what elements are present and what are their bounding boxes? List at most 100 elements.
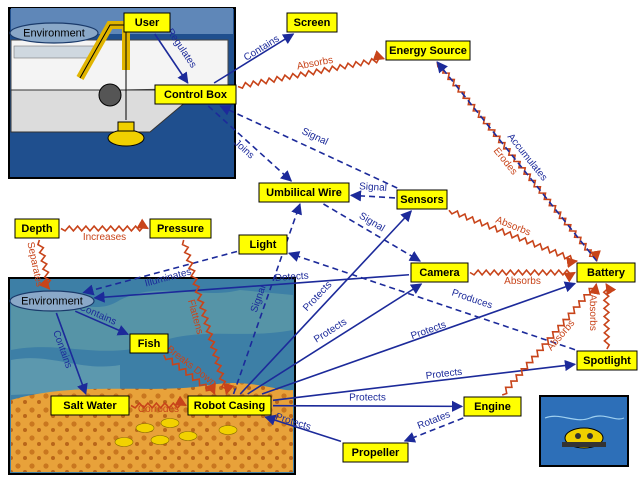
edge-contains-salt — [55, 312, 88, 396]
edge-label-absorbs-energy: Absorbs — [296, 55, 334, 73]
node-label: Depth — [21, 223, 52, 235]
edge-label-protects-battery: Protects — [409, 319, 447, 342]
edge-corrodes — [130, 395, 187, 410]
node-box — [50, 395, 130, 416]
node-label: Sensors — [400, 194, 443, 206]
node-label: Salt Water — [63, 400, 117, 412]
node-engine: Engine — [463, 396, 522, 417]
edge-label-signal-wire-camera: Signal — [357, 211, 387, 235]
edge-absorbs-camera — [469, 268, 576, 283]
node-user: User — [123, 12, 171, 33]
node-light: Light — [238, 234, 288, 255]
edge-label-protects-sensors: Protects — [301, 279, 334, 313]
node-battery: Battery — [576, 262, 636, 283]
node-label: Control Box — [164, 89, 228, 101]
edge-protects-spotlight — [272, 359, 577, 402]
node-label: Spotlight — [583, 355, 631, 367]
node-box — [342, 442, 409, 463]
edge-label-protects-spotlight: Protects — [425, 367, 463, 382]
node-label: Propeller — [352, 447, 400, 459]
edge-regulates — [154, 33, 189, 84]
edge-protects-camera — [247, 283, 423, 395]
node-box — [14, 218, 60, 239]
node-camera: Camera — [410, 262, 469, 283]
node-label: User — [135, 17, 160, 29]
node-box — [154, 84, 237, 105]
node-robot-casing: Robot Casing — [187, 395, 272, 416]
edge-label-absorbs-engine: Absorbs — [545, 318, 577, 353]
edge-protects-engine — [272, 400, 464, 412]
edge-flattens — [181, 239, 235, 396]
edge-label-rotates: Rotates — [416, 409, 452, 432]
edge-signal-sensors-wire — [349, 190, 396, 202]
edge-rotates — [403, 417, 464, 443]
node-box — [410, 262, 469, 283]
node-box — [576, 262, 636, 283]
node-box — [123, 12, 171, 33]
node-label: Light — [250, 239, 277, 251]
edge-contains-screen — [213, 33, 295, 84]
node-label: Screen — [294, 17, 331, 29]
edge-absorbs-sensors — [448, 209, 579, 269]
node-box — [576, 350, 638, 371]
node-salt-water: Salt Water — [50, 395, 130, 416]
edge-label-corrodes: Corrodes — [138, 404, 179, 415]
edge-absorbs-spotlight — [602, 283, 617, 350]
node-control-box: Control Box — [154, 84, 237, 105]
environment-label: Environment — [21, 296, 83, 308]
environment-ellipse — [9, 22, 99, 44]
edge-protects-sensors — [239, 210, 413, 395]
node-label: Engine — [474, 401, 511, 413]
edge-label-increases: Increases — [83, 232, 126, 243]
edge-increases — [60, 218, 149, 233]
edge-signal-casing — [232, 202, 302, 395]
node-pressure: Pressure — [149, 218, 212, 239]
edge-separates — [36, 239, 52, 290]
node-sensors: Sensors — [396, 189, 448, 210]
submarine-image — [539, 395, 629, 467]
edge-protects-propeller — [264, 414, 342, 443]
edge-accumulates — [436, 61, 598, 262]
edge-label-contains-screen: Contains — [242, 33, 281, 63]
node-box — [385, 40, 471, 61]
edge-label-protects-engine: Protects — [349, 393, 386, 404]
edge-label-detects: Detects — [274, 271, 309, 284]
environment-env-top: Environment — [9, 22, 99, 44]
environment-env-bottom: Environment — [9, 290, 95, 312]
node-spotlight: Spotlight — [576, 350, 638, 371]
node-fish: Fish — [129, 333, 169, 354]
node-box — [463, 396, 522, 417]
edge-illuminates — [82, 250, 238, 296]
node-screen: Screen — [286, 12, 338, 33]
node-propeller: Propeller — [342, 442, 409, 463]
node-box — [149, 218, 212, 239]
node-label: Umbilical Wire — [266, 187, 342, 199]
edge-detects — [93, 273, 410, 303]
node-box — [129, 333, 169, 354]
edge-contains-fish — [74, 310, 130, 336]
node-label: Pressure — [157, 223, 204, 235]
node-label: Camera — [419, 267, 460, 279]
node-label: Fish — [138, 338, 161, 350]
environment-label: Environment — [23, 28, 85, 40]
node-umbilical-wire: Umbilical Wire — [258, 182, 350, 203]
node-box — [258, 182, 350, 203]
node-box — [396, 189, 448, 210]
node-label: Robot Casing — [194, 400, 266, 412]
edge-label-absorbs-camera: Absorbs — [504, 276, 541, 287]
node-box — [238, 234, 288, 255]
edge-produces — [287, 251, 576, 351]
node-box — [286, 12, 338, 33]
edge-breaks-down — [163, 354, 216, 396]
edge-label-absorbs-spotlight: Absorbs — [587, 294, 598, 331]
node-box — [187, 395, 272, 416]
edge-label-produces: Produces — [450, 288, 494, 312]
node-depth: Depth — [14, 218, 60, 239]
edge-signal-wire-camera — [323, 203, 421, 262]
environment-ellipse — [9, 290, 95, 312]
edge-signal-sensors-control — [219, 105, 398, 189]
node-energy-source: Energy Source — [385, 40, 471, 61]
edge-joins — [207, 105, 293, 182]
node-label: Energy Source — [389, 45, 467, 57]
